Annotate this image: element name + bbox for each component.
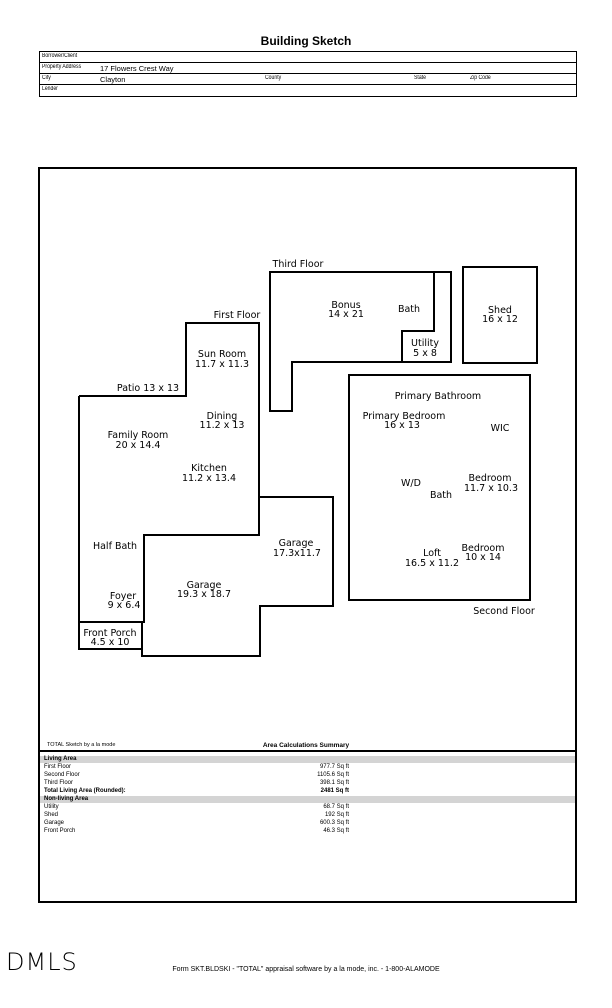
second-floor-label: Second Floor xyxy=(473,606,535,617)
dmls-logo: DMLS xyxy=(6,948,78,976)
dining-dim: 11.2 x 13 xyxy=(200,420,245,431)
property-value: 17 Flowers Crest Way xyxy=(100,64,174,73)
garage-right-dim: 17.3x11.7 xyxy=(273,548,321,559)
utility-dim: 5 x 8 xyxy=(413,348,437,359)
bath-top-label: Bath xyxy=(398,304,420,315)
front-porch-label: Front Porch xyxy=(83,628,136,639)
table-row: Utility 68.7 Sq ft xyxy=(40,804,575,811)
nonliving-area-header-text: Non-living Area xyxy=(44,796,89,802)
row-name: Second Floor xyxy=(44,772,80,778)
form-footer: Form SKT.BLDSKI - "TOTAL" appraisal soft… xyxy=(172,966,440,973)
borrower-row: Borrower/Client xyxy=(40,52,576,63)
city-value: Clayton xyxy=(100,75,126,84)
living-area-header: Living Area xyxy=(40,756,575,763)
property-header: Borrower/Client Property Address 17 Flow… xyxy=(39,51,577,97)
row-value: 398.1 Sq ft xyxy=(319,780,349,786)
patio-label: Patio 13 x 13 xyxy=(117,383,179,394)
page-title: Building Sketch xyxy=(260,34,352,48)
city-row: City Clayton County State Zip Code xyxy=(40,74,576,85)
table-row: First Floor 977.7 Sq ft xyxy=(40,764,575,771)
dining-label: Dining xyxy=(207,411,238,422)
front-porch-outline xyxy=(78,622,142,650)
borrower-label: Borrower/Client xyxy=(42,53,78,59)
primary-bedroom-label: Primary Bedroom xyxy=(363,411,446,422)
bath-second-label: Bath xyxy=(430,490,452,501)
family-room-dim: 20 x 14.4 xyxy=(116,440,161,451)
shed-label: Shed xyxy=(488,305,512,316)
shed-dim: 16 x 12 xyxy=(482,314,518,325)
property-label: Property Address xyxy=(42,64,82,70)
zip-label: Zip Code xyxy=(470,75,491,81)
room-labels: Third Floor First Floor Second Floor Bon… xyxy=(83,259,534,648)
bonus-label: Bonus xyxy=(331,300,360,311)
area-summary-table: Living Area First Floor 977.7 Sq ft Seco… xyxy=(40,752,575,834)
row-value: 192 Sq ft xyxy=(324,812,349,818)
table-row: Garage 600.3 Sq ft xyxy=(40,820,575,827)
row-value: 1105.6 Sq ft xyxy=(317,772,349,778)
bedroom1-dim: 11.7 x 10.3 xyxy=(464,483,518,494)
garage-left-label: Garage xyxy=(187,580,222,591)
sketch-credit: TOTAL Sketch by a la mode xyxy=(47,742,116,748)
table-row: Second Floor 1105.6 Sq ft xyxy=(40,772,575,779)
bedroom1-label: Bedroom xyxy=(469,473,512,484)
front-porch-dim: 4.5 x 10 xyxy=(91,637,130,648)
bonus-dim: 14 x 21 xyxy=(328,309,364,320)
bedroom2-label: Bedroom xyxy=(462,543,505,554)
row-name: Front Porch xyxy=(44,828,76,834)
foyer-label: Foyer xyxy=(110,591,136,602)
county-label: County xyxy=(265,75,282,81)
garage-right-label: Garage xyxy=(279,538,314,549)
primary-bedroom-dim: 16 x 13 xyxy=(384,420,420,431)
row-name: Utility xyxy=(44,804,59,810)
primary-bathroom-label: Primary Bathroom xyxy=(395,391,481,402)
total-value: 2481 Sq ft xyxy=(320,788,349,794)
loft-dim: 16.5 x 11.2 xyxy=(405,558,459,569)
first-floor-label: First Floor xyxy=(214,310,261,321)
wd-label: W/D xyxy=(401,478,421,489)
second-floor-outline xyxy=(348,374,531,601)
garage-left-dim: 19.3 x 18.7 xyxy=(177,589,231,600)
bedroom2-dim: 10 x 14 xyxy=(465,552,501,563)
kitchen-label: Kitchen xyxy=(191,463,227,474)
row-name: First Floor xyxy=(44,764,71,770)
family-room-label: Family Room xyxy=(108,430,169,441)
total-row: Total Living Area (Rounded): 2481 Sq ft xyxy=(40,788,575,795)
first-floor-outline xyxy=(78,322,260,623)
lender-label: Lender xyxy=(42,86,58,92)
lender-row: Lender xyxy=(40,85,576,96)
summary-title: Area Calculations Summary xyxy=(262,742,350,749)
row-value: 977.7 Sq ft xyxy=(319,764,349,770)
table-row: Third Floor 398.1 Sq ft xyxy=(40,780,575,787)
total-label: Total Living Area (Rounded): xyxy=(44,788,126,794)
garage-outline xyxy=(141,496,334,657)
nonliving-area-header: Non-living Area xyxy=(40,796,575,803)
third-floor-outline xyxy=(269,271,452,412)
table-row: Shed 192 Sq ft xyxy=(40,812,575,819)
city-label: City xyxy=(42,75,51,81)
row-name: Garage xyxy=(44,820,65,826)
third-floor-label: Third Floor xyxy=(272,259,324,270)
utility-label: Utility xyxy=(411,338,439,349)
row-name: Third Floor xyxy=(44,780,74,786)
row-value: 68.7 Sq ft xyxy=(323,804,349,810)
living-area-header-text: Living Area xyxy=(44,756,77,762)
sun-room-dim: 11.7 x 11.3 xyxy=(195,359,249,370)
kitchen-dim: 11.2 x 13.4 xyxy=(182,473,236,484)
wic-label: WIC xyxy=(491,423,510,434)
row-name: Shed xyxy=(44,812,59,818)
property-row: Property Address 17 Flowers Crest Way xyxy=(40,63,576,74)
table-row: Front Porch 46.3 Sq ft xyxy=(40,828,575,835)
state-label: State xyxy=(414,75,426,81)
loft-label: Loft xyxy=(423,548,441,559)
sketch-frame xyxy=(38,167,577,903)
floor-outlines xyxy=(78,266,538,657)
sun-room-label: Sun Room xyxy=(198,349,246,360)
foyer-dim: 9 x 6.4 xyxy=(108,600,141,611)
half-bath-label: Half Bath xyxy=(93,541,137,552)
shed-outline xyxy=(462,266,538,364)
row-value: 600.3 Sq ft xyxy=(319,820,349,826)
row-value: 46.3 Sq ft xyxy=(323,828,349,834)
utility-outline xyxy=(401,272,435,362)
